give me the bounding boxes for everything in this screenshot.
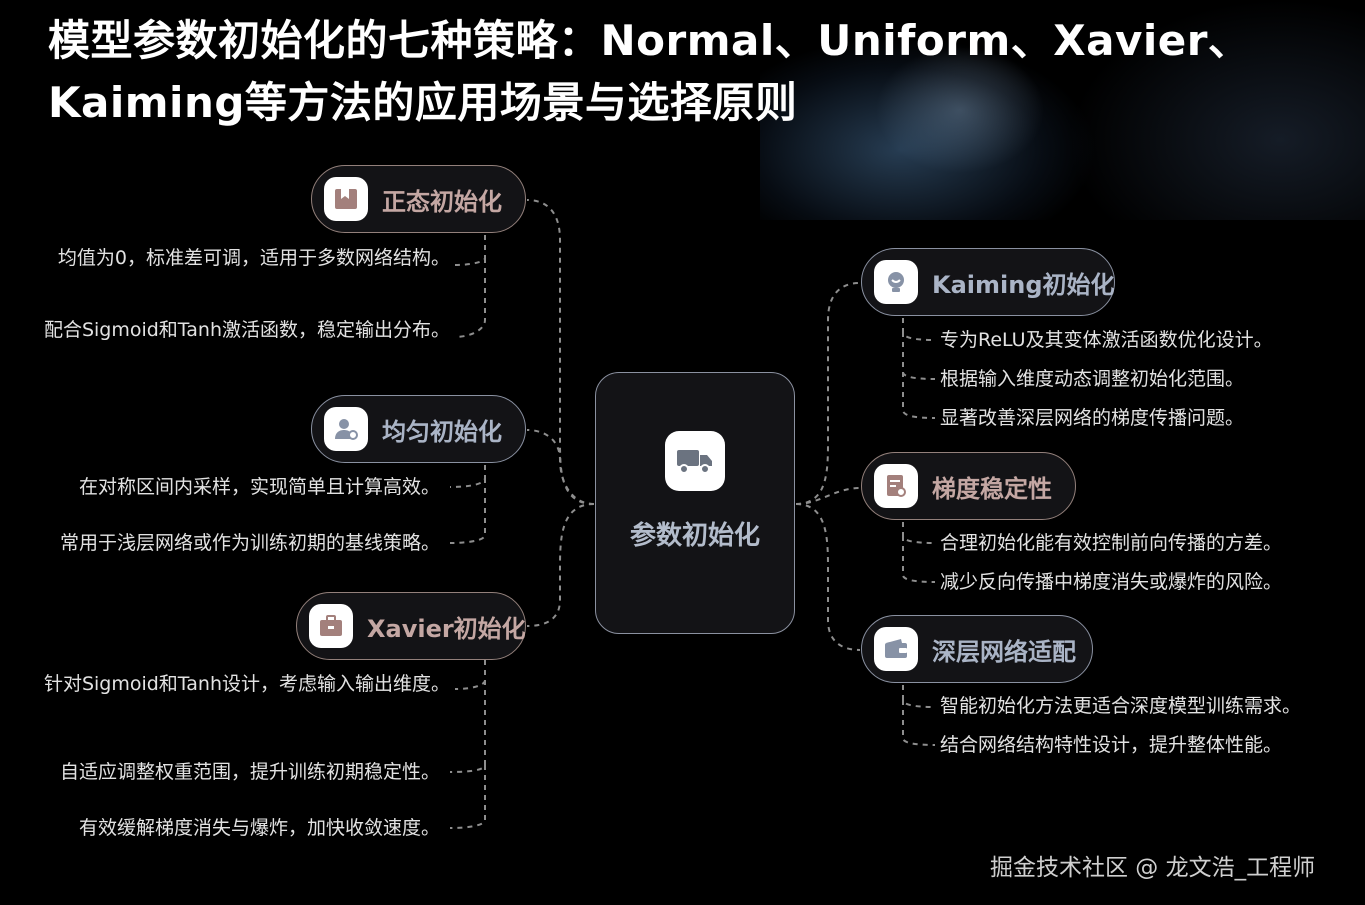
truck-icon [665, 431, 725, 491]
leaf-kaiming-1: 专为ReLU及其变体激活函数优化设计。 [940, 329, 1273, 351]
connector-gradient-leaf [902, 522, 936, 544]
leaf-xavier-3: 有效缓解梯度消失与爆炸，加快收敛速度。 [78, 817, 440, 839]
leaf-xavier-2: 自适应调整权重范围，提升训练初期稳定性。 [59, 761, 440, 783]
connector-kaiming-leaf [902, 372, 936, 419]
connector-xavier-leaf [449, 765, 486, 829]
lightbulb-icon [874, 260, 918, 304]
connector-center-normal [526, 199, 595, 505]
connector-xavier-leaf [454, 660, 486, 690]
connector-center-kaiming [795, 282, 861, 505]
leaf-normal-2: 配合Sigmoid和Tanh激活函数，稳定输出分布。 [43, 319, 450, 341]
branch-gradient[interactable]: 梯度稳定性 [861, 452, 1076, 520]
wallet-icon [874, 627, 918, 671]
branch-kaiming[interactable]: Kaiming初始化 [861, 248, 1115, 316]
center-label: 参数初始化 [629, 521, 760, 551]
branch-uniform[interactable]: 均匀初始化 [311, 395, 526, 463]
watermark: 掘金技术社区 @ 龙文浩_工程师 [990, 855, 1316, 881]
branch-normal-label: 正态初始化 [382, 187, 502, 216]
branch-normal[interactable]: 正态初始化 [311, 165, 526, 233]
branch-gradient-label: 梯度稳定性 [932, 474, 1052, 503]
center-node[interactable]: 参数初始化 [595, 372, 795, 634]
connector-center-uniform [526, 429, 595, 505]
leaf-normal-1: 均值为0，标准差可调，适用于多数网络结构。 [57, 247, 450, 269]
connector-uniform-leaf [449, 465, 486, 488]
branch-kaiming-label: Kaiming初始化 [932, 270, 1115, 299]
leaf-uniform-2: 常用于浅层网络或作为训练初期的基线策略。 [59, 532, 440, 554]
leaf-kaiming-3: 显著改善深层网络的梯度传播问题。 [940, 407, 1245, 429]
leaf-xavier-1: 针对Sigmoid和Tanh设计，考虑输入输出维度。 [43, 673, 450, 695]
leaf-gradient-1: 合理初始化能有效控制前向传播的方差。 [940, 532, 1283, 554]
connector-normal-leaf [454, 235, 486, 266]
leaf-gradient-2: 减少反向传播中梯度消失或爆炸的风险。 [940, 571, 1283, 593]
briefcase-icon [309, 604, 353, 648]
connector-kaiming-leaf [902, 318, 936, 341]
document-icon [874, 464, 918, 508]
connector-center-gradient [795, 487, 861, 505]
user-icon [324, 407, 368, 451]
connector-xavier-leaf [449, 680, 486, 773]
leaf-uniform-1: 在对称区间内采样，实现简单且计算高效。 [78, 476, 440, 498]
branch-xavier-label: Xavier初始化 [367, 614, 526, 643]
book-icon [324, 177, 368, 221]
connector-center-deep [795, 503, 861, 651]
branch-xavier[interactable]: Xavier初始化 [296, 592, 526, 660]
branch-deep[interactable]: 深层网络适配 [861, 615, 1093, 683]
leaf-deep-2: 结合网络结构特性设计，提升整体性能。 [940, 734, 1283, 756]
page-title: 模型参数初始化的七种策略：Normal、Uniform、Xavier、Kaimi… [48, 16, 1251, 127]
leaf-kaiming-2: 根据输入维度动态调整初始化范围。 [940, 368, 1245, 390]
branch-uniform-label: 均匀初始化 [382, 417, 502, 446]
connector-deep-leaf [902, 685, 936, 708]
branch-deep-label: 深层网络适配 [932, 637, 1076, 666]
leaf-deep-1: 智能初始化方法更适合深度模型训练需求。 [940, 695, 1302, 717]
connector-center-xavier [526, 503, 595, 627]
background-decoration [760, 0, 1365, 220]
connector-uniform-leaf [449, 478, 486, 544]
connector-normal-leaf [454, 258, 486, 338]
